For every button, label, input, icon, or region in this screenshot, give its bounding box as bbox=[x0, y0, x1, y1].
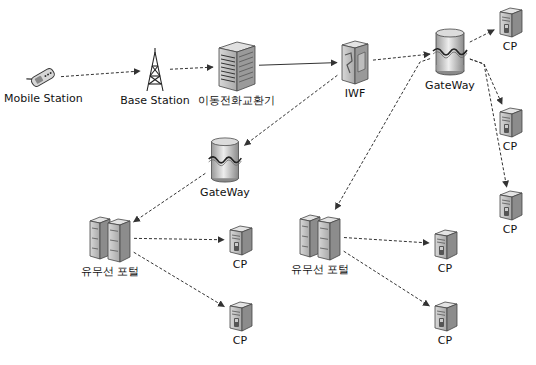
cp-server: CP bbox=[496, 106, 524, 138]
cp-server: CP bbox=[496, 189, 524, 221]
cp-server-icon bbox=[226, 224, 254, 256]
cp-server: CP bbox=[431, 228, 459, 260]
node-label: Base Station bbox=[119, 94, 190, 107]
node-label: CP bbox=[437, 334, 453, 347]
connector-arrow bbox=[61, 71, 140, 77]
connector-arrow bbox=[344, 238, 429, 243]
base-station: Base Station bbox=[142, 48, 168, 92]
connector-arrow bbox=[259, 63, 337, 66]
cp-server: CP bbox=[226, 300, 254, 332]
node-label: CP bbox=[502, 40, 518, 53]
node-label: IWF bbox=[344, 87, 366, 100]
connector-arrow bbox=[344, 251, 430, 306]
node-label: GateWay bbox=[199, 186, 251, 199]
node-label: GateWay bbox=[424, 79, 476, 92]
connector-arrow bbox=[170, 67, 213, 69]
connector-arrow bbox=[134, 238, 224, 239]
cp-server-icon bbox=[496, 6, 524, 38]
cp-server: CP bbox=[496, 6, 524, 38]
node-label: CP bbox=[232, 334, 248, 347]
connector-arrow bbox=[245, 75, 338, 145]
cp-server: CP bbox=[431, 300, 459, 332]
node-label: CP bbox=[502, 223, 518, 236]
iwf-server: IWF bbox=[339, 39, 371, 85]
node-label: 유무선 포털 bbox=[290, 263, 351, 276]
node-label: CP bbox=[502, 140, 518, 153]
node-label: CP bbox=[437, 262, 453, 275]
connector-arrow bbox=[373, 54, 430, 60]
node-label: 이동전화교환기 bbox=[197, 94, 276, 107]
iwf-server-icon bbox=[339, 39, 371, 85]
cp-server-icon bbox=[431, 300, 459, 332]
node-label: 유무선 포털 bbox=[80, 265, 141, 278]
gateway: GateWay bbox=[432, 27, 468, 77]
base-station-icon bbox=[142, 48, 168, 92]
gateway-icon bbox=[432, 27, 468, 77]
portal-server: 유무선 포털 bbox=[298, 211, 342, 261]
mobile-switch-icon bbox=[215, 40, 257, 92]
connector-arrow bbox=[134, 173, 206, 222]
gateway: GateWay bbox=[207, 136, 243, 184]
cp-server-icon bbox=[431, 228, 459, 260]
portal-server-icon bbox=[298, 211, 342, 261]
cp-server-icon bbox=[496, 106, 524, 138]
mobile-switch: 이동전화교환기 bbox=[215, 40, 257, 92]
connector-arrow bbox=[470, 30, 494, 42]
mobile-station-icon bbox=[25, 66, 59, 90]
portal-server-icon bbox=[88, 213, 132, 263]
cp-server: CP bbox=[226, 224, 254, 256]
cp-server-icon bbox=[226, 300, 254, 332]
gateway-icon bbox=[207, 136, 243, 184]
cp-server-icon bbox=[496, 189, 524, 221]
node-label: Mobile Station bbox=[3, 92, 84, 105]
portal-server: 유무선 포털 bbox=[88, 213, 132, 263]
node-label: CP bbox=[232, 258, 248, 271]
mobile-station: Mobile Station bbox=[25, 66, 59, 90]
connector-arrow bbox=[134, 252, 225, 306]
